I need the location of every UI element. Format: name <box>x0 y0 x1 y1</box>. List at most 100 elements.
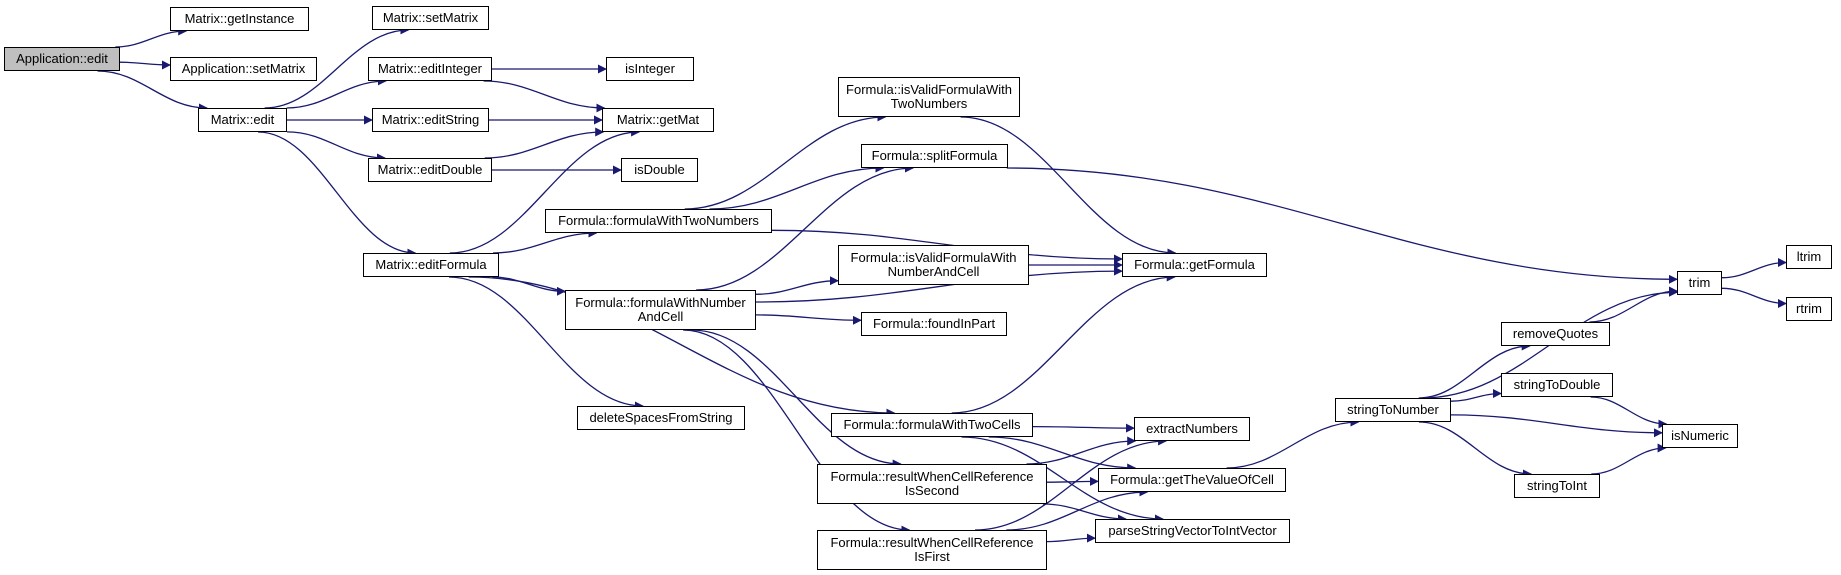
node-label: Matrix::editFormula <box>375 257 487 272</box>
node-stringtonumber[interactable]: stringToNumber <box>1335 398 1451 422</box>
node-formula-formulawithtwocells[interactable]: Formula::formulaWithTwoCells <box>831 413 1033 437</box>
edge-stringToNumber-to-stringToDouble <box>1450 389 1502 402</box>
edge-f_cellRefFirst-to-parseStrVec <box>1046 533 1096 543</box>
node-matrix-editdouble[interactable]: Matrix::editDouble <box>368 158 492 182</box>
node-label-line2: TwoNumbers <box>890 96 968 111</box>
node-stringtoint[interactable]: stringToInt <box>1514 474 1600 498</box>
edge-mx_editFormula-to-f_withNumberAndCell <box>492 276 566 296</box>
node-removequotes[interactable]: removeQuotes <box>1501 322 1610 346</box>
node-formula-formulawithtwonumbers[interactable]: Formula::formulaWithTwoNumbers <box>545 209 772 233</box>
node-label-line2: NumberAndCell <box>887 264 980 279</box>
node-matrix-edit[interactable]: Matrix::edit <box>198 108 287 132</box>
node-matrix-getmat[interactable]: Matrix::getMat <box>602 108 714 132</box>
node-label: Matrix::getMat <box>616 112 700 127</box>
node-label: Formula::isValidFormulaWith <box>846 82 1012 97</box>
node-label: stringToInt <box>1527 478 1587 493</box>
node-label: Formula::formulaWithTwoNumbers <box>558 213 759 228</box>
node-matrix-setmatrix[interactable]: Matrix::setMatrix <box>372 6 489 30</box>
node-isnumeric[interactable]: isNumeric <box>1662 424 1738 448</box>
node-label-line2: IsSecond <box>904 483 960 498</box>
node-label: Application::setMatrix <box>181 61 306 76</box>
edge-f_withNumberAndCell-to-f_cellRefFirst <box>683 329 911 535</box>
node-formula-splitformula[interactable]: Formula::splitFormula <box>861 144 1008 168</box>
edge-stringToNumber-to-stringToInt <box>1418 421 1532 479</box>
node-label: Formula::getTheValueOfCell <box>1110 472 1274 487</box>
node-label: isNumeric <box>1671 428 1729 443</box>
node-label: Formula::foundInPart <box>872 316 996 331</box>
node-label: Formula::resultWhenCellReference <box>830 469 1034 484</box>
node-label: removeQuotes <box>1512 326 1599 341</box>
node-stringtodouble[interactable]: stringToDouble <box>1501 373 1613 397</box>
node-label: Formula::formulaWithTwoCells <box>843 417 1021 432</box>
edge-mx_edit-to-mx_editDouble <box>286 131 386 163</box>
edge-mx_edit-to-mx_editInteger <box>286 76 387 109</box>
node-label: Formula::isValidFormulaWith <box>850 250 1017 265</box>
node-parsestringvectortointvector[interactable]: parseStringVectorToIntVector <box>1095 519 1290 543</box>
edge-f_cellRefFirst-to-extractNumbers <box>974 436 1168 531</box>
node-label-line2: IsFirst <box>914 549 950 564</box>
edge-f_withTwoNumbers-to-f_isValidTwoNumbers <box>684 112 887 210</box>
edge-f_splitFormula-to-trim <box>1006 167 1678 284</box>
node-label: isInteger <box>625 61 675 76</box>
node-matrix-editinteger[interactable]: Matrix::editInteger <box>368 57 492 81</box>
edge-app_edit-to-mx_getInstance <box>115 26 188 48</box>
node-formula-foundinpart[interactable]: Formula::foundInPart <box>861 312 1007 336</box>
node-application-edit[interactable]: Application::edit <box>4 47 120 71</box>
node-label: Matrix::editDouble <box>377 162 483 177</box>
edge-f_withNumberAndCell-to-f_isValidNumberAndCell <box>755 276 839 295</box>
node-label: ltrim <box>1796 249 1822 264</box>
edge-f_cellRefFirst-to-f_getValueOfCell <box>1006 487 1149 531</box>
node-isdouble[interactable]: isDouble <box>621 158 698 182</box>
node-label: trim <box>1688 275 1711 290</box>
edge-mx_editInteger-to-mx_getMat <box>483 80 606 113</box>
edge-f_withTwoCells-to-f_getValueOfCell <box>988 436 1137 473</box>
edge-mx_editDouble-to-mx_getMat <box>484 127 605 159</box>
node-label: Application::edit <box>16 51 108 66</box>
edge-f_withNumberAndCell-to-f_foundInPart <box>755 314 862 325</box>
node-label: Matrix::getInstance <box>184 11 295 26</box>
node-label: Matrix::editInteger <box>377 61 483 76</box>
node-formula-getformula[interactable]: Formula::getFormula <box>1122 253 1267 277</box>
node-matrix-editstring[interactable]: Matrix::editString <box>372 108 489 132</box>
node-rtrim[interactable]: rtrim <box>1786 297 1832 321</box>
edge-mx_editFormula-to-mx_getMat <box>449 127 641 254</box>
node-matrix-editformula[interactable]: Matrix::editFormula <box>363 253 499 277</box>
node-matrix-getinstance[interactable]: Matrix::getInstance <box>170 7 309 31</box>
node-application-setmatrix[interactable]: Application::setMatrix <box>170 57 317 81</box>
edge-f_withTwoCells-to-parseStrVec <box>961 436 1164 524</box>
edge-f_cellRefSecond-to-parseStrVec <box>1042 503 1127 524</box>
node-deletespacesfromstring[interactable]: deleteSpacesFromString <box>577 406 745 430</box>
edge-f_withTwoCells-to-extractNumbers <box>1032 423 1135 433</box>
edge-f_withNumberAndCell-to-f_getFormula <box>755 266 1123 303</box>
node-label: Matrix::edit <box>210 112 275 127</box>
edge-stringToNumber-to-removeQuotes <box>1418 341 1531 399</box>
edge-app_edit-to-mx_edit <box>97 70 208 113</box>
node-label: deleteSpacesFromString <box>589 410 733 425</box>
edge-mx_edit-to-mx_setMatrix <box>264 25 410 109</box>
node-label: Matrix::setMatrix <box>382 10 479 25</box>
edge-f_getValueOfCell-to-stringToNumber <box>1226 417 1360 469</box>
edge-mx_editFormula-to-f_withTwoCells <box>468 276 896 418</box>
edge-removeQuotes-to-trim <box>1589 286 1678 323</box>
edge-f_withNumberAndCell-to-f_splitFormula <box>696 163 914 291</box>
node-isinteger[interactable]: isInteger <box>606 57 694 81</box>
node-label: parseStringVectorToIntVector <box>1108 523 1277 538</box>
edge-stringToInt-to-isNumeric <box>1591 443 1667 475</box>
edge-f_withTwoNumbers-to-f_splitFormula <box>709 163 885 210</box>
edge-mx_editFormula-to-f_withTwoNumbers <box>492 228 598 254</box>
node-label: stringToNumber <box>1347 402 1439 417</box>
edge-trim-to-rtrim <box>1721 287 1787 308</box>
node-label: extractNumbers <box>1146 421 1238 436</box>
node-trim[interactable]: trim <box>1677 271 1722 295</box>
node-formula-getthevalueofcell[interactable]: Formula::getTheValueOfCell <box>1098 468 1286 492</box>
node-label: stringToDouble <box>1513 377 1601 392</box>
node-extractnumbers[interactable]: extractNumbers <box>1134 417 1250 441</box>
node-ltrim[interactable]: ltrim <box>1786 245 1832 269</box>
edge-f_cellRefSecond-to-extractNumbers <box>1026 436 1137 465</box>
